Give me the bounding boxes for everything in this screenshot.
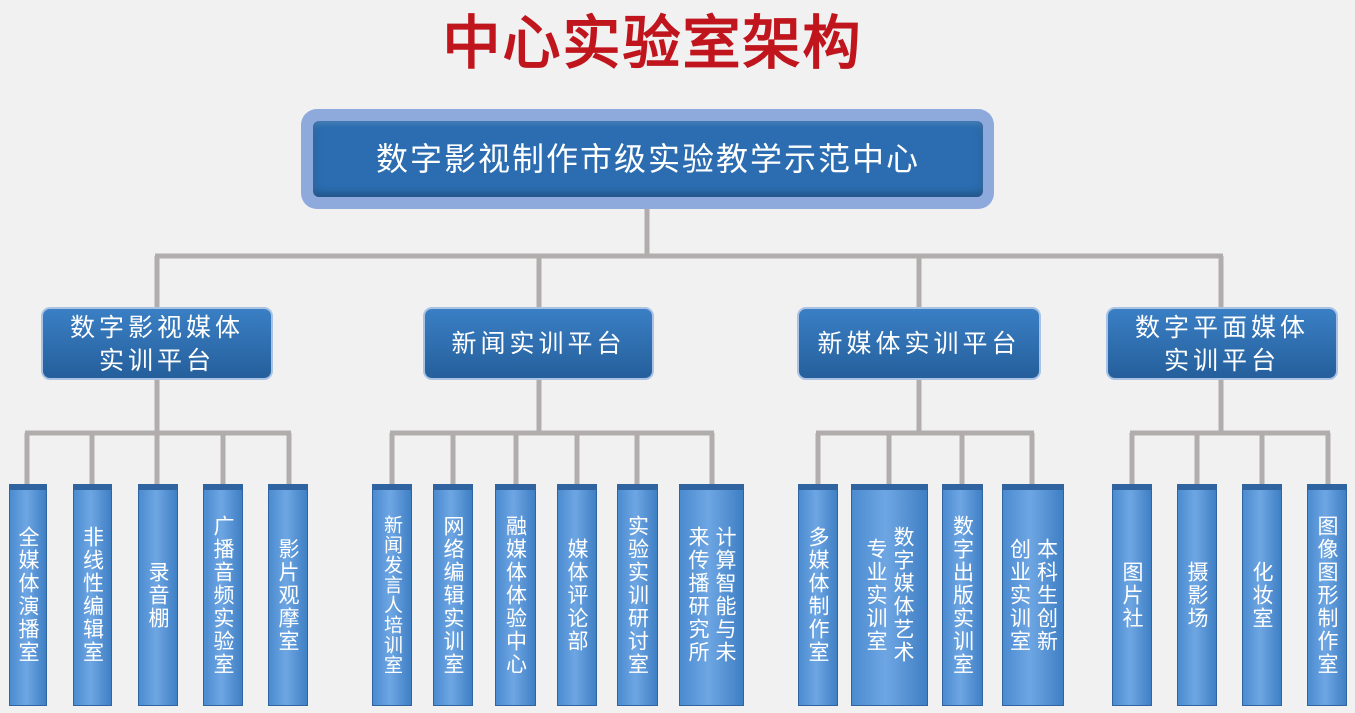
lab-node: 网络编辑实训室 [433, 484, 473, 706]
lab-node: 图片社 [1112, 484, 1152, 706]
lab-label: 多媒体制作室 [806, 526, 830, 664]
lab-node: 摄影场 [1177, 484, 1217, 706]
lab-label: 影片观摩室 [276, 537, 300, 653]
lab-node: 新闻发言人培训室 [372, 484, 412, 706]
lab-label: 网络编辑实训室 [441, 514, 465, 676]
lab-label: 全媒体演播室 [16, 526, 40, 664]
lab-label: 新闻发言人培训室 [381, 515, 403, 675]
lab-label: 创业实训室 [1007, 537, 1032, 653]
platform-node: 数字影视媒体 实训平台 [41, 307, 273, 380]
platform-node: 数字平面媒体 实训平台 [1106, 307, 1338, 380]
lab-label: 数字出版实训室 [950, 514, 975, 676]
platform-label: 数字平面媒体 [1134, 312, 1309, 342]
lab-node: 数字出版实训室 [942, 484, 983, 706]
lab-label: 数字媒体艺术 [891, 526, 915, 664]
lab-node: 实验实训研讨室 [617, 484, 658, 706]
lab-node: 数字媒体艺术 专业实训室 [851, 484, 928, 706]
lab-node: 广播音频实验室 [203, 484, 243, 706]
lab-label: 图像图形制作室 [1315, 514, 1339, 676]
lab-label: 实验实训研讨室 [625, 514, 650, 676]
lab-label: 广播音频实验室 [211, 514, 235, 676]
page-title: 中心实验室架构 [442, 9, 863, 77]
lab-node: 全媒体演播室 [9, 484, 47, 706]
lab-label: 专业实训室 [864, 537, 888, 653]
platform-label: 新媒体实训平台 [817, 329, 1021, 358]
lab-node: 多媒体制作室 [798, 484, 838, 706]
lab-node: 融媒体体验中心 [495, 484, 536, 706]
lab-label: 图片社 [1120, 560, 1144, 630]
lab-node: 媒体评论部 [557, 484, 597, 706]
root-node: 数字影视制作市级实验教学示范中心 [313, 121, 983, 197]
lab-label: 非线性编辑室 [80, 526, 105, 664]
lab-label: 融媒体体验中心 [503, 514, 528, 676]
lab-node: 非线性编辑室 [73, 484, 112, 706]
lab-label: 化妆室 [1250, 560, 1274, 630]
lab-label: 媒体评论部 [565, 537, 589, 653]
platform-label: 数字影视媒体 [69, 312, 244, 342]
lab-node: 本科生创新 创业实训室 [1002, 484, 1064, 706]
platform-label: 新闻实训平台 [451, 329, 626, 358]
lab-label: 来传播研究所 [686, 526, 710, 664]
platform-node: 新媒体实训平台 [797, 307, 1041, 380]
lab-node: 计算智能与未 来传播研究所 [679, 484, 744, 706]
lab-node: 化妆室 [1242, 484, 1282, 706]
lab-node: 录音棚 [138, 484, 178, 706]
platform-label: 实训平台 [1163, 345, 1280, 375]
lab-label: 摄影场 [1185, 560, 1209, 630]
lab-node: 影片观摩室 [268, 484, 308, 706]
lab-label: 本科生创新 [1034, 537, 1059, 653]
platform-node: 新闻实训平台 [423, 307, 654, 380]
lab-label: 录音棚 [146, 560, 170, 630]
platform-label: 实训平台 [98, 345, 215, 375]
lab-node: 图像图形制作室 [1307, 484, 1347, 706]
lab-label: 计算智能与未 [713, 526, 737, 664]
